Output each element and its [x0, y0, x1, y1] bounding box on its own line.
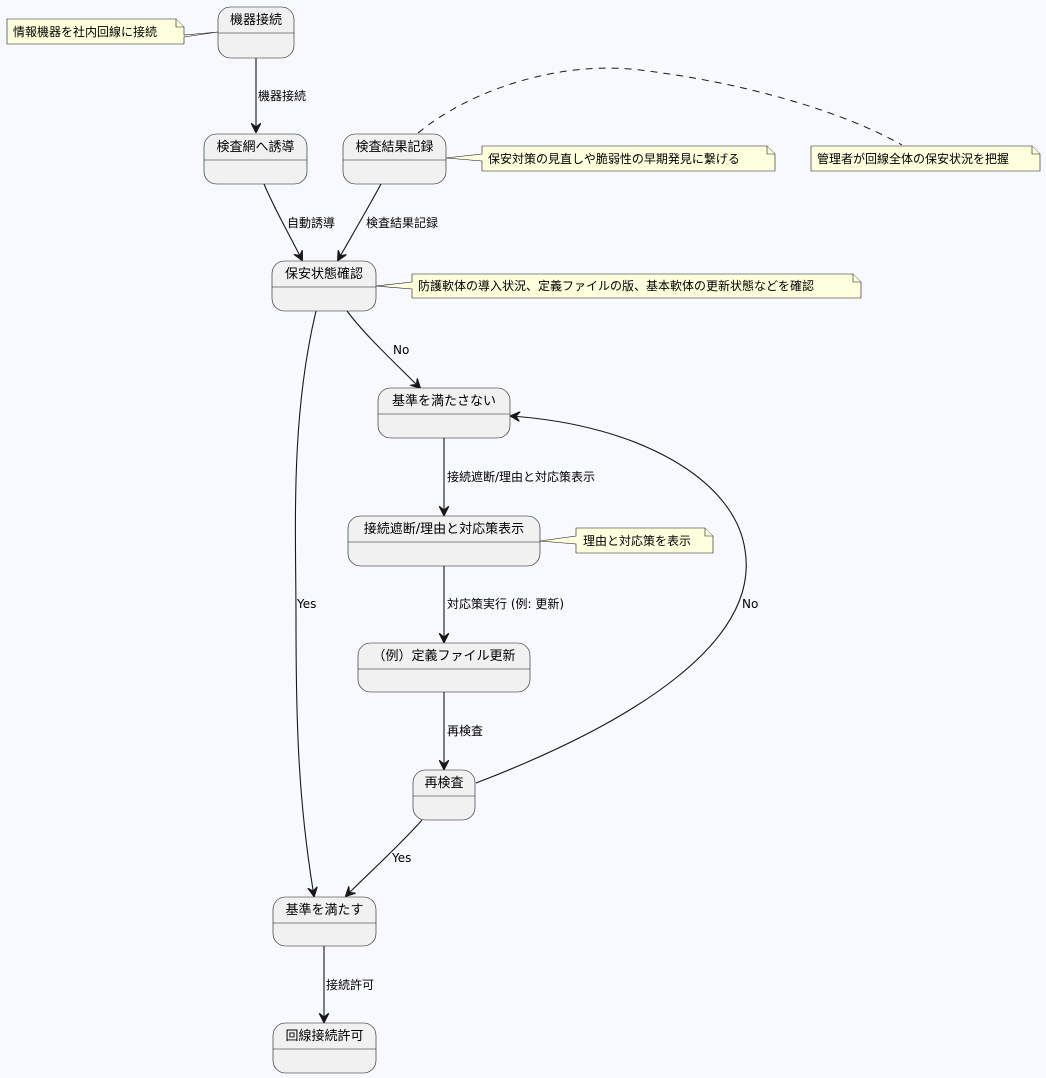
- state-network-allowed[interactable]: 回線接続許可: [272, 1022, 377, 1074]
- edge-label-device-connect: 機器接続: [258, 88, 306, 103]
- edge-label-yes-2: Yes: [391, 851, 411, 865]
- edge-label-countermeasure: 対応策実行 (例: 更新): [447, 596, 564, 611]
- state-meet[interactable]: 基準を満たす: [272, 896, 377, 947]
- note-text: 情報機器を社内回線に接続: [13, 24, 157, 39]
- edge-allow: 接続許可: [324, 946, 374, 1022]
- state-title: 機器接続: [230, 12, 282, 28]
- edge-no-1: No: [346, 310, 420, 388]
- edge-label-no-2: No: [742, 597, 758, 611]
- edge-label-recheck: 再検査: [447, 724, 483, 738]
- edge-block-show: 接続遮断/理由と対応策表示: [444, 438, 595, 515]
- edge-label-no-1: No: [393, 343, 409, 357]
- state-record-results[interactable]: 検査結果記録: [342, 133, 447, 185]
- edge-label-allow: 接続許可: [326, 977, 374, 992]
- note-text: 保安対策の見直しや脆弱性の早期発見に繋げる: [488, 151, 740, 166]
- edge-record-results: 検査結果記録: [338, 183, 438, 260]
- state-not-meet[interactable]: 基準を満たさない: [377, 387, 511, 439]
- state-title: 基準を満たす: [285, 902, 363, 918]
- state-update-definition[interactable]: （例）定義ファイル更新: [357, 642, 531, 693]
- edge-label-yes-1: Yes: [296, 597, 316, 611]
- edge-label-record-results: 検査結果記録: [366, 215, 438, 230]
- note-admin: 管理者が回線全体の保安状況を把握: [810, 145, 1041, 172]
- edge-label-block-show: 接続遮断/理由と対応策表示: [447, 469, 595, 484]
- edge-device-connect: 機器接続: [256, 58, 306, 132]
- edge-auto-redirect: 自動誘導: [263, 183, 335, 260]
- state-title: 基準を満たさない: [392, 393, 496, 409]
- edge-yes-2: Yes: [346, 819, 423, 896]
- state-title: 接続遮断/理由と対応策表示: [364, 521, 524, 537]
- state-title: 保安状態確認: [285, 266, 363, 282]
- note-connector-admin: [417, 67, 903, 146]
- state-recheck[interactable]: 再検査: [412, 769, 476, 821]
- edge-recheck: 再検査: [444, 692, 483, 769]
- state-title: 検査結果記録: [355, 139, 433, 155]
- edge-label-auto-redirect: 自動誘導: [287, 216, 335, 230]
- edge-countermeasure: 対応策実行 (例: 更新): [444, 566, 564, 642]
- note-text: 理由と対応策を表示: [583, 534, 691, 548]
- note-results: 保安対策の見直しや脆弱性の早期発見に繋げる: [445, 145, 776, 172]
- state-title: 回線接続許可: [285, 1028, 363, 1044]
- state-title: 再検査: [424, 776, 463, 791]
- note-text: 管理者が回線全体の保安状況を把握: [817, 151, 1009, 166]
- state-block-show[interactable]: 接続遮断/理由と対応策表示: [347, 515, 541, 567]
- note-check: 防護軟体の導入状況、定義ファイルの版、基本軟体の更新状態などを確認: [375, 273, 862, 299]
- state-security-check[interactable]: 保安状態確認: [271, 260, 377, 312]
- note-block: 理由と対応策を表示: [539, 527, 714, 554]
- note-text: 防護軟体の導入状況、定義ファイルの版、基本軟体の更新状態などを確認: [418, 278, 814, 293]
- state-redirect-inspection[interactable]: 検査網へ誘導: [203, 133, 308, 185]
- state-title: （例）定義ファイル更新: [372, 648, 515, 664]
- state-device-connect[interactable]: 機器接続: [217, 6, 295, 59]
- note-connect: 情報機器を社内回線に接続: [6, 18, 219, 45]
- edge-yes-1: Yes: [294, 310, 316, 896]
- edge-no-2: No: [475, 416, 758, 784]
- state-title: 検査網へ誘導: [216, 140, 294, 155]
